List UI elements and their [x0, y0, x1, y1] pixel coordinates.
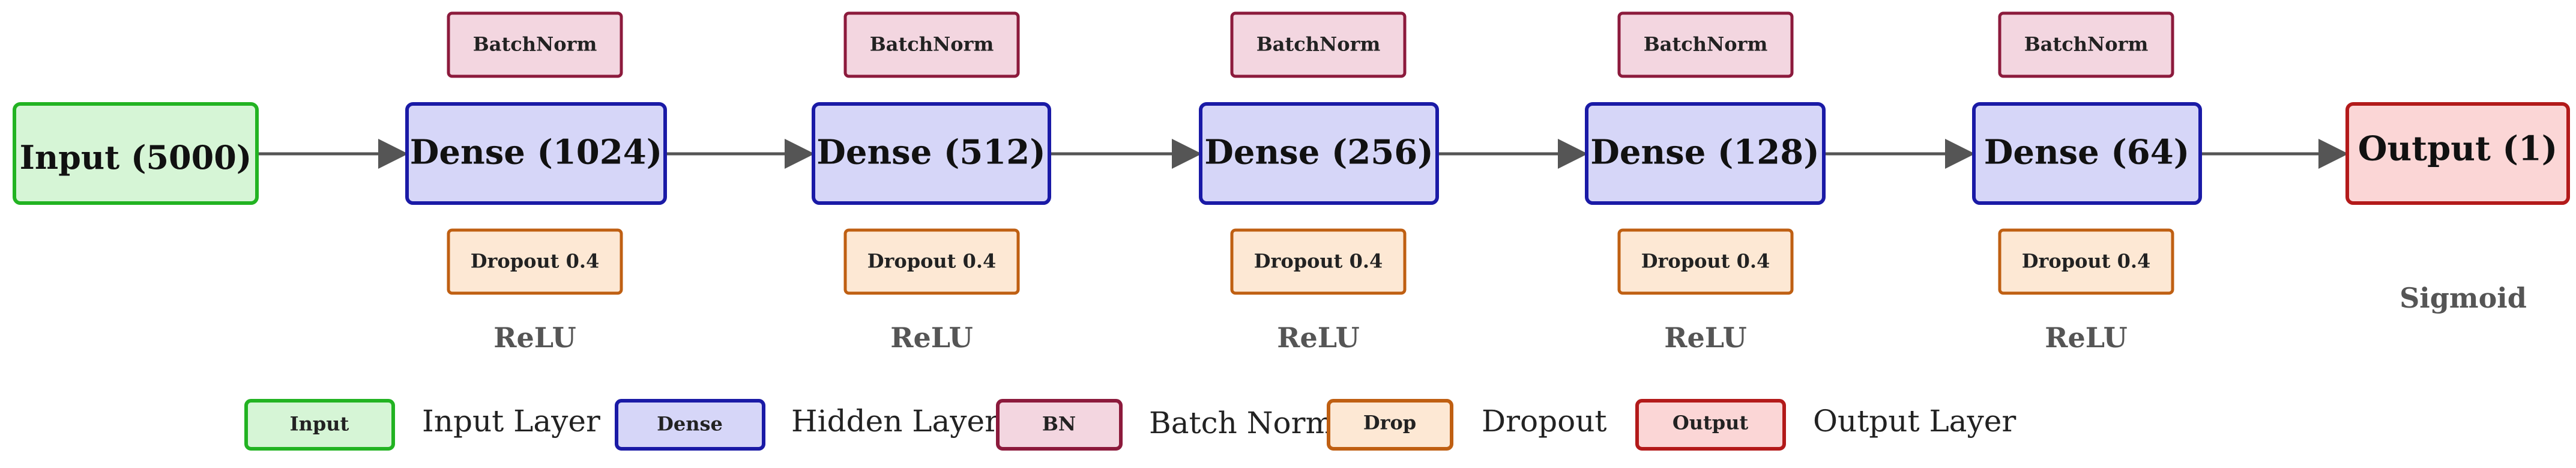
- dropout-box: [447, 228, 623, 295]
- legend-item-dropout: Drop Dropout: [1327, 399, 1607, 451]
- legend-item-bn: BN Batch Norm: [996, 399, 1334, 451]
- dropout-label: Dropout 0.4: [471, 250, 600, 273]
- legend-label: Output Layer: [1813, 404, 2016, 439]
- dropout-label: Dropout 0.4: [1641, 250, 1770, 273]
- dense-box: [812, 102, 1051, 205]
- dropout-box: [1617, 228, 1794, 295]
- dense-label: Dense (256): [1204, 133, 1433, 172]
- dense-layer-2: BatchNorm Dense (512) Dropout 0.4 ReLU: [812, 11, 1051, 354]
- dropout-box: [1998, 228, 2174, 295]
- activation-label: ReLU: [1664, 321, 1746, 354]
- activation-label: ReLU: [890, 321, 973, 354]
- batchnorm-box: [447, 11, 623, 78]
- dense-layer-4: BatchNorm Dense (128) Dropout 0.4 ReLU: [1585, 11, 1826, 354]
- output-node-label: Output (1): [2358, 129, 2558, 169]
- activation-label: ReLU: [2045, 321, 2127, 354]
- legend-label: Hidden Layer: [791, 404, 999, 439]
- dense-layer-5: BatchNorm Dense (64) Dropout 0.4 ReLU: [1972, 11, 2202, 354]
- dropout-label: Dropout 0.4: [1254, 250, 1383, 273]
- batchnorm-box: [1998, 11, 2174, 78]
- legend-label: Dropout: [1482, 404, 1607, 439]
- legend-item-output: Output Output Layer: [1635, 399, 2016, 451]
- dropout-label: Dropout 0.4: [867, 250, 997, 273]
- batchnorm-box: [1617, 11, 1794, 78]
- dense-layer-3: BatchNorm Dense (256) Dropout 0.4 ReLU: [1199, 11, 1439, 354]
- batchnorm-box: [1230, 11, 1407, 78]
- input-node-label: Input (5000): [20, 138, 252, 177]
- legend-item-dense: Dense Hidden Layer: [615, 399, 999, 451]
- legend-swatch-label: Drop: [1363, 412, 1416, 434]
- legend-label: Batch Norm: [1149, 406, 1334, 440]
- dropout-box: [843, 228, 1020, 295]
- dropout-box: [1230, 228, 1407, 295]
- batchnorm-label: BatchNorm: [1644, 33, 1768, 56]
- legend-item-input: Input Input Layer: [244, 399, 600, 451]
- output-activation-label: Sigmoid: [2400, 282, 2527, 314]
- batchnorm-box: [843, 11, 1020, 78]
- dense-layer-1: BatchNorm Dense (1024) Dropout 0.4 ReLU: [405, 11, 667, 354]
- batchnorm-label: BatchNorm: [870, 33, 994, 56]
- legend-swatch-bn: [996, 399, 1123, 451]
- dense-box: [1972, 102, 2202, 205]
- output-node: Output (1) Sigmoid: [2345, 102, 2570, 314]
- dense-box: [1585, 102, 1826, 205]
- dense-box: [1199, 102, 1439, 205]
- batchnorm-label: BatchNorm: [1256, 33, 1381, 56]
- legend-swatch-output: [1635, 399, 1786, 451]
- dense-label: Dense (64): [1984, 133, 2189, 172]
- batchnorm-label: BatchNorm: [473, 33, 597, 56]
- input-node: Input (5000): [13, 102, 259, 205]
- legend-swatch-input: [244, 399, 395, 451]
- legend-swatch-dropout: [1327, 399, 1453, 451]
- legend-swatch-label: Output: [1673, 412, 1749, 434]
- dense-label: Dense (1024): [410, 133, 662, 172]
- dense-label: Dense (128): [1590, 133, 1819, 172]
- legend-swatch-label: BN: [1042, 413, 1076, 436]
- activation-label: ReLU: [1277, 321, 1359, 354]
- dense-label: Dense (512): [816, 133, 1045, 172]
- legend-swatch-label: Input: [290, 413, 349, 436]
- activation-label: ReLU: [493, 321, 576, 354]
- legend: Input Input Layer Dense Hidden Layer BN …: [244, 399, 2016, 451]
- legend-label: Input Layer: [422, 404, 600, 439]
- legend-swatch-dense: [615, 399, 765, 451]
- legend-swatch-label: Dense: [657, 413, 723, 436]
- dense-box: [405, 102, 667, 205]
- batchnorm-label: BatchNorm: [2024, 33, 2149, 56]
- dropout-label: Dropout 0.4: [2022, 250, 2151, 273]
